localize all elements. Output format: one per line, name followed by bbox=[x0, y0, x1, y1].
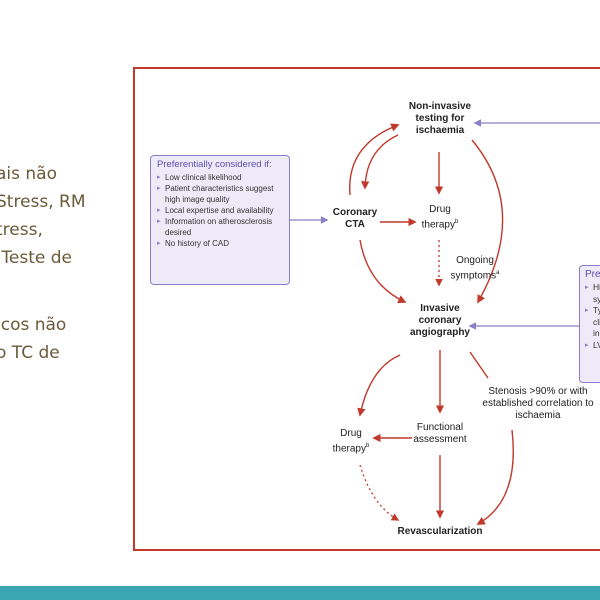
arrow-drug-to-revasc-dotted bbox=[359, 464, 400, 521]
node-invasive-angiography: Invasive coronary angiography bbox=[409, 303, 470, 338]
node-drug-therapy-top: Drug therapyb bbox=[415, 204, 465, 231]
ongoing-symptoms-label: Ongoing symptoms bbox=[450, 255, 497, 282]
drug-therapy-top-label: Drug therapy bbox=[421, 204, 455, 231]
slide-text-line: icos não bbox=[0, 315, 67, 335]
right-box-title: Pre bbox=[585, 269, 600, 280]
right-box-item: Hi bbox=[585, 282, 600, 294]
left-box-item: Local expertise and availability bbox=[157, 205, 283, 216]
node-non-invasive-testing: Non-invasive testing for ischaemia bbox=[408, 101, 472, 136]
left-box-item: No history of CAD bbox=[157, 238, 283, 249]
arrow-invasive-to-drug-bottom bbox=[357, 354, 401, 417]
ongoing-symptoms-footnote: a bbox=[496, 270, 500, 276]
left-box-item: Information on atherosclerosis desired bbox=[157, 216, 283, 238]
slide-text-line: ais não bbox=[0, 164, 57, 184]
drug-therapy-bottom-label: Drug therapy bbox=[332, 428, 366, 455]
right-box-item: Ty bbox=[585, 305, 600, 317]
arrow-noninvasive-to-cta bbox=[360, 134, 399, 190]
arrow-noninvasive-to-invasive bbox=[471, 139, 504, 304]
node-ongoing-symptoms: Ongoing symptomsa bbox=[445, 255, 505, 282]
right-box-item: LV bbox=[585, 340, 600, 352]
slide-text-line: Stress, RM bbox=[0, 192, 86, 212]
left-box-item: Patient characteristics suggest high ima… bbox=[157, 183, 283, 205]
node-revascularization: Revascularization bbox=[397, 526, 483, 537]
right-box-item: sy bbox=[593, 293, 600, 304]
right-box-list: Hi sy Ty cli inc LV bbox=[585, 282, 600, 351]
right-preference-box: Pre Hi sy Ty cli inc LV bbox=[579, 265, 600, 383]
node-coronary-cta: Coronary CTA bbox=[332, 207, 378, 230]
drug-therapy-bottom-footnote: b bbox=[366, 443, 370, 449]
right-box-item: cli bbox=[593, 316, 600, 327]
arrow-invasive-to-stenosis bbox=[469, 351, 489, 379]
left-box-item: Low clinical likelihood bbox=[157, 172, 283, 183]
slide-text-line: o TC de bbox=[0, 343, 60, 363]
left-preference-box: Preferentially considered if: Low clinic… bbox=[150, 155, 290, 285]
slide-bottom-bar bbox=[0, 586, 600, 600]
slide-text-line: tress, bbox=[0, 220, 43, 240]
left-box-list: Low clinical likelihood Patient characte… bbox=[157, 172, 283, 249]
slide-body-text: ais não Stress, RM tress, .Teste de icos… bbox=[0, 160, 121, 367]
arrow-cta-to-noninvasive bbox=[349, 123, 400, 196]
arrow-stenosis-to-revasc bbox=[476, 429, 514, 525]
node-stenosis: Stenosis >90% or with established correl… bbox=[482, 386, 594, 421]
node-functional-assessment: Functional assessment bbox=[413, 422, 467, 445]
arrow-cta-to-invasive bbox=[359, 239, 407, 304]
left-box-title: Preferentially considered if: bbox=[157, 159, 272, 170]
flowchart-figure bbox=[133, 67, 600, 551]
right-box-item: inc bbox=[593, 328, 600, 338]
slide-text-line: .Teste de bbox=[0, 248, 72, 268]
drug-therapy-top-footnote: b bbox=[455, 219, 459, 225]
node-drug-therapy-bottom: Drug therapyb bbox=[326, 428, 376, 455]
